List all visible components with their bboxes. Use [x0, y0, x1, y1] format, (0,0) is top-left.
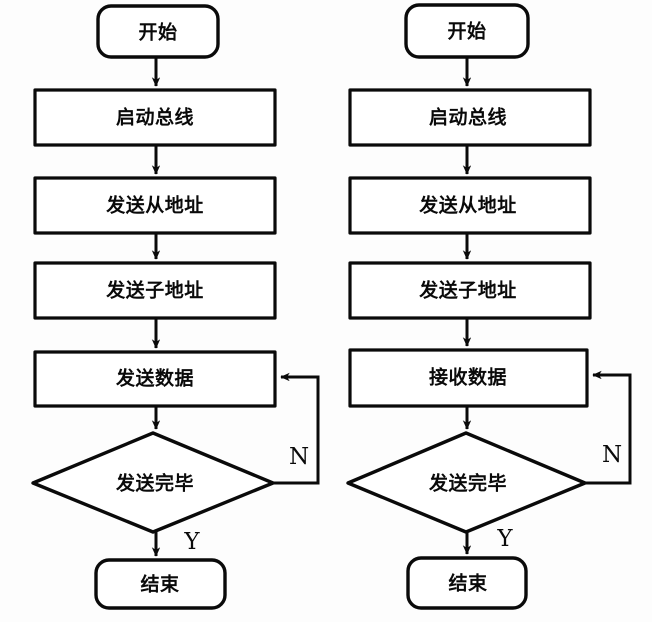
l-branch-label-no: N	[289, 444, 309, 470]
l-step1-shape	[33, 88, 277, 147]
node-r-step2[interactable]: 发送从地址	[348, 176, 592, 235]
l-step4-label: 发送数据	[115, 367, 194, 390]
node-l-step1[interactable]: 启动总线	[33, 88, 277, 147]
node-r-step1[interactable]: 启动总线	[348, 88, 592, 147]
flowchart-left: 开始 启动总线 发送从地址 发送子地址	[31, 4, 320, 610]
node-r-start[interactable]: 开始	[404, 3, 530, 59]
r-step1-label: 启动总线	[429, 106, 507, 129]
r-start-label: 开始	[447, 20, 486, 43]
r-decide-label: 发送完毕	[428, 472, 507, 495]
l-step2-label: 发送从地址	[105, 194, 204, 217]
flowchart-right: 开始 启动总线 发送从地址 发送子地址	[346, 3, 632, 610]
l-branch-label-yes: Y	[183, 529, 200, 555]
node-r-step3[interactable]: 发送子地址	[348, 261, 592, 320]
r-end-shape	[406, 556, 528, 610]
r-branch-label-yes: Y	[496, 526, 513, 552]
node-l-step2[interactable]: 发送从地址	[33, 176, 277, 235]
node-r-decide[interactable]: 发送完毕	[346, 431, 587, 534]
r-step2-shape	[348, 176, 592, 235]
node-l-end[interactable]: 结束	[94, 558, 227, 610]
l-start-shape	[96, 4, 220, 59]
r-step3-shape	[348, 261, 592, 320]
l-step3-shape	[33, 261, 277, 320]
r-edge-loop-no	[585, 370, 632, 485]
l-edge-loop-no	[273, 372, 320, 485]
l-end-label: 结束	[140, 573, 180, 596]
r-branch-label-no: N	[602, 442, 622, 468]
l-decide-label: 发送完毕	[115, 472, 194, 495]
node-r-step4[interactable]: 接收数据	[348, 348, 589, 408]
r-step2-label: 发送从地址	[418, 194, 517, 217]
l-end-shape	[94, 558, 227, 610]
node-r-end[interactable]: 结束	[406, 556, 528, 610]
node-l-decide[interactable]: 发送完毕	[31, 431, 275, 534]
node-l-step4[interactable]: 发送数据	[33, 350, 277, 408]
r-step3-label: 发送子地址	[418, 279, 517, 302]
r-end-label: 结束	[448, 572, 488, 595]
l-step1-label: 启动总线	[116, 106, 194, 129]
l-decide-shape	[31, 431, 275, 534]
r-step4-label: 接收数据	[429, 366, 507, 389]
r-step4-shape	[348, 348, 589, 408]
l-start-label: 开始	[138, 21, 177, 44]
node-l-step3[interactable]: 发送子地址	[33, 261, 277, 320]
r-step1-shape	[348, 88, 592, 147]
l-step3-label: 发送子地址	[105, 279, 204, 302]
node-l-start[interactable]: 开始	[96, 4, 220, 59]
